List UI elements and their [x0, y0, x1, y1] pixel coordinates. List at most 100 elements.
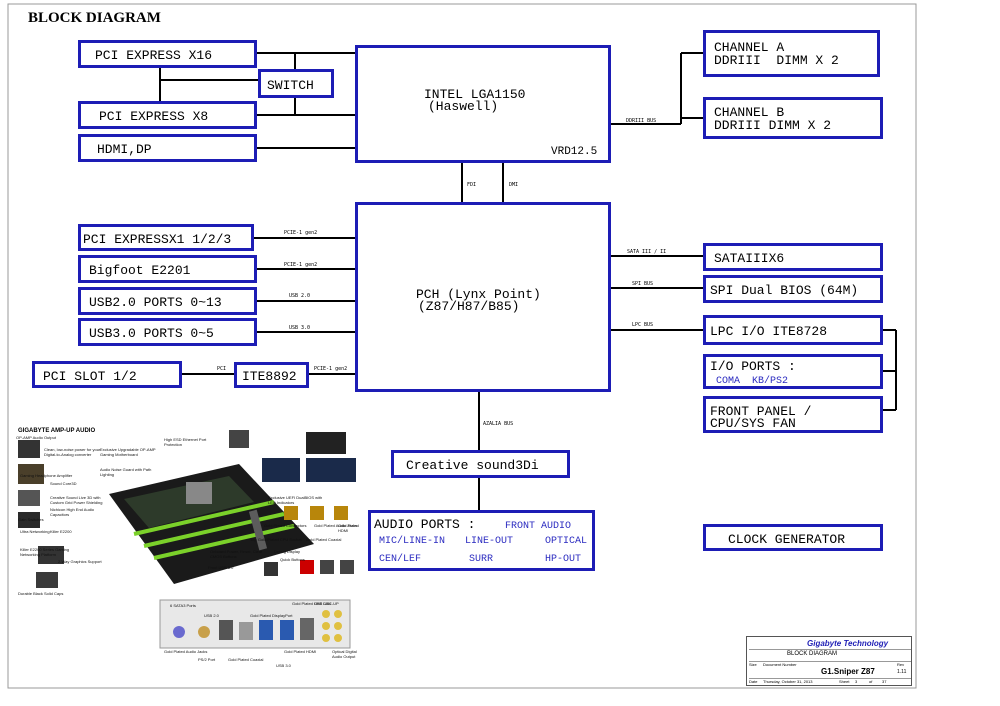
- photo-callout: OP-AMP Audio Output: [16, 435, 56, 440]
- pci-slot-block: PCI SLOT 1/2: [32, 361, 182, 388]
- photo-callout: USB 3.0: [276, 663, 291, 668]
- photo-callout: Sound Core3D: [50, 481, 77, 486]
- front-panel-label: FRONT PANEL /: [710, 404, 812, 419]
- photo-callout: Gold Plated HDMI: [284, 649, 317, 654]
- ite8892-label: ITE8892: [242, 369, 297, 384]
- pci-bus-label: PCI: [217, 366, 227, 372]
- cpu-block: INTEL LGA1150 (Haswell) VRD12.5: [355, 45, 611, 163]
- front-panel-fan: CPU/SYS FAN: [710, 416, 796, 431]
- date-label: Date: [749, 679, 758, 684]
- schematic-title-block: Gigabyte Technology BLOCK DIAGRAM Size D…: [746, 636, 912, 686]
- pci-slot-label: PCI SLOT 1/2: [43, 369, 137, 384]
- photo-callout: Gold Plated USB DAC-UP: [292, 601, 339, 606]
- photo-callout: 15µ Gold Plated CPU Socket: [250, 537, 302, 542]
- lpc-io-block: LPC I/O ITE8728: [703, 315, 883, 345]
- pcie-x16-label: PCI EXPRESS X16: [95, 48, 213, 63]
- photo-callout: Killer E2200 Series Gaming Networking Pl…: [20, 547, 70, 557]
- model-name: G1.Sniper Z87: [821, 667, 875, 676]
- pcie-x16-block: PCI EXPRESS X16: [78, 40, 257, 68]
- line-out-label: LINE-OUT: [465, 536, 514, 547]
- audio-codec-label: Creative sound3Di: [406, 458, 539, 473]
- sata-label: SATAIIIX6: [714, 251, 785, 266]
- photo-callout: Gold Plated Audio Jacks: [314, 523, 358, 528]
- hdmi-dp-block: HDMI,DP: [78, 134, 257, 162]
- photo-callout: 6 SATA3 Ports: [170, 603, 196, 608]
- channel-b-label: CHANNEL B: [714, 105, 785, 120]
- lpc-io-label: LPC I/O ITE8728: [710, 324, 828, 339]
- io-ports-list: COMA KB/PS2: [716, 376, 789, 387]
- spi-bios-block: SPI Dual BIOS (64M): [703, 275, 883, 303]
- pcie-gen2-label-b: PCIE-1 gen2: [284, 262, 318, 268]
- photo-callout: Optical Digital Audio Output: [332, 649, 357, 659]
- hdmi-dp-label: HDMI,DP: [97, 142, 152, 157]
- cpu-vrd: VRD12.5: [551, 146, 598, 158]
- photo-callout: Exclusive UEFI DualBIOS with LED Indicat…: [268, 495, 323, 505]
- photo-brand-line: GIGABYTE AMP-UP AUDIO: [18, 428, 96, 434]
- pch-block: PCH (Lynx Point) (Z87/H87/B85): [355, 202, 611, 392]
- title-block-title: BLOCK DIAGRAM: [787, 651, 838, 657]
- lpc-bus-label: LPC BUS: [632, 322, 654, 328]
- of-label: of: [869, 679, 873, 684]
- usb3-label: USB3.0 PORTS 0~5: [89, 326, 214, 341]
- bigfoot-block: Bigfoot E2201: [78, 255, 257, 283]
- spi-bus-label: SPI BUS: [632, 281, 654, 287]
- cen-lef-label: CEN/LEF: [379, 554, 422, 565]
- photo-callout: GbE LAN: [314, 601, 331, 606]
- photo-callout: Gold Plated Coaxial: [228, 657, 264, 662]
- motherboard-illustration: [18, 430, 356, 649]
- bigfoot-label: Bigfoot E2201: [89, 263, 191, 278]
- photo-callout: USB 2.0: [204, 613, 219, 618]
- sheet-number: 3: [855, 679, 858, 684]
- audio-codec-block: Creative sound3Di: [391, 450, 570, 478]
- pcie-x1-label: PCI EXPRESSX1 1/2/3: [83, 232, 232, 247]
- rev-label: Rev: [897, 662, 905, 667]
- pcie-gen2-label-a: PCIE-1 gen2: [284, 230, 318, 236]
- photo-callout: 2-Way Graphics Support: [58, 559, 102, 564]
- photo-callout: Gaming Headphone Amplifier: [20, 473, 73, 478]
- front-audio-label: FRONT AUDIO: [505, 521, 572, 532]
- channel-a-block: CHANNEL A DDRIII DIMM X 2: [703, 30, 880, 77]
- photo-callout: Killer E2200: [50, 529, 72, 534]
- photo-callout: Creative Sound Live 3D with Custom Grid …: [50, 495, 103, 505]
- usb20-bus-label: USB 2.0: [289, 293, 311, 299]
- sata-block: SATAIIIX6: [703, 243, 883, 271]
- switch-block: SWITCH: [258, 69, 334, 98]
- photo-callout: Gain Switches: [18, 517, 44, 522]
- mic-line-in-label: MIC/LINE-IN: [379, 536, 446, 547]
- size-label: Size: [749, 662, 757, 667]
- front-panel-block: FRONT PANEL / CPU/SYS FAN: [703, 396, 883, 433]
- usb30-bus-label: USB 3.0: [289, 325, 311, 331]
- ddriii-bus-label: DDRIII BUS: [626, 118, 657, 124]
- photo-callout: Nichicon High End Audio Capacitors: [50, 507, 95, 517]
- azalia-bus-label: AZALIA BUS: [483, 421, 514, 427]
- photo-callout: Quick Buttons: [280, 557, 305, 562]
- photo-callout: Debug Display: [274, 549, 301, 554]
- dmi-label: DMI: [509, 182, 519, 188]
- audio-ports-block: AUDIO PORTS : FRONT AUDIO MIC/LINE-IN LI…: [368, 510, 595, 571]
- photo-callout: Ultra Networking: [20, 529, 50, 534]
- channel-a-label: CHANNEL A: [714, 40, 785, 55]
- photo-callout: Durable Black Solid Caps: [18, 591, 64, 596]
- clock-generator-label: CLOCK GENERATOR: [728, 532, 846, 547]
- ite8892-block: ITE8892: [234, 362, 309, 388]
- fdi-label: FDI: [467, 182, 477, 188]
- pch-variants: (Z87/H87/B85): [418, 299, 520, 314]
- photo-callout: Front USB 3.0: [208, 565, 234, 570]
- sheet-label: Sheet: [839, 679, 850, 684]
- photo-callout: Onboard Power, Reset, Clear CMOS Buttons: [210, 549, 263, 559]
- surr-label: SURR: [469, 554, 494, 565]
- photo-callout: Clean, low-noise power for your Digital-…: [44, 447, 101, 457]
- io-ports-block: I/O PORTS : COMA KB/PS2: [703, 354, 883, 389]
- photo-callout: Gold Plated Audio Jacks: [164, 649, 208, 654]
- photo-callout: Gold Plated Coaxial: [306, 537, 342, 542]
- sheets-total: 37: [882, 679, 887, 684]
- usb3-block: USB3.0 PORTS 0~5: [78, 318, 257, 346]
- switch-label: SWITCH: [267, 78, 314, 93]
- photo-callout: Gold Plated HDMI: [338, 523, 359, 533]
- doc-number-label: Document Number: [763, 662, 797, 667]
- io-ports-label: I/O PORTS :: [710, 359, 796, 374]
- pcie-gen2-label-c: PCIE-1 gen2: [314, 366, 348, 372]
